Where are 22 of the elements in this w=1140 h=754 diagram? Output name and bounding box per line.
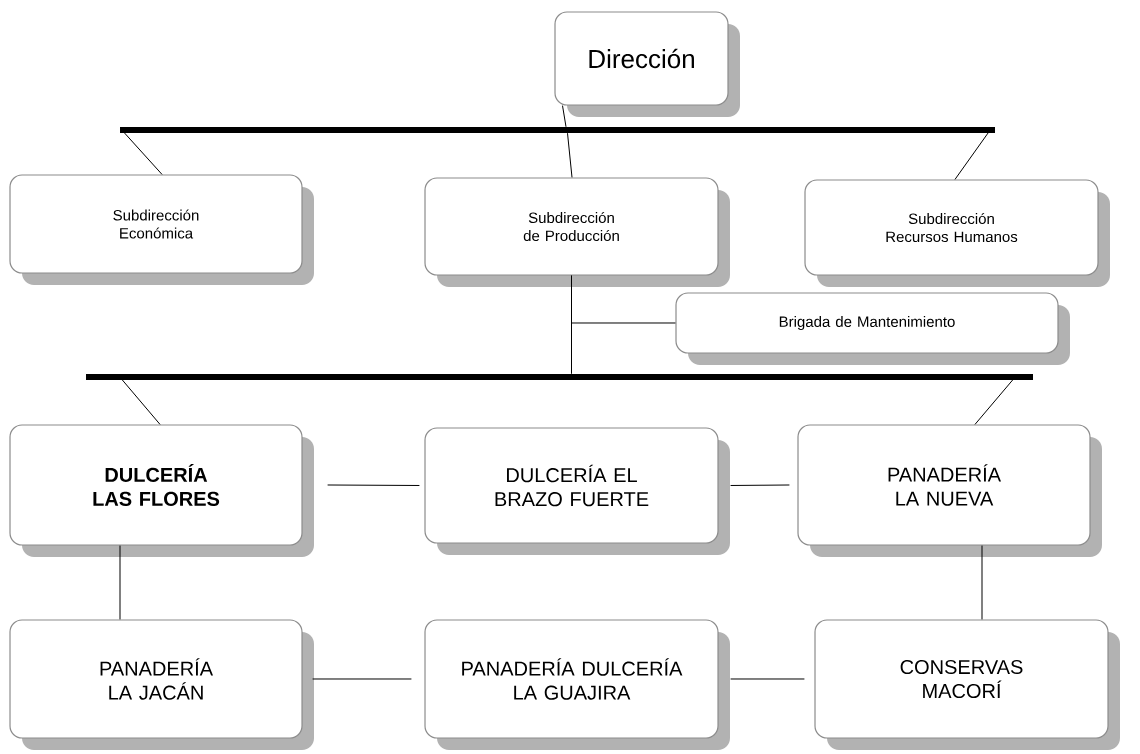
department-box: Subdirección Económica xyxy=(9,174,314,285)
unit-box: PANADERÍA LA JACÁN xyxy=(9,619,314,750)
bar xyxy=(86,374,1033,380)
unit-box: PANADERÍA DULCERÍA LA GUAJIRA xyxy=(424,619,730,750)
unit-box: DULCERÍA LAS FLORES xyxy=(9,424,314,557)
connector-line xyxy=(562,105,567,128)
unit-box: CONSERVAS MACORÍ xyxy=(814,619,1120,750)
unit-box: DULCERÍA EL BRAZO FUERTE xyxy=(424,427,730,555)
connector-line xyxy=(730,484,790,486)
title-box: Dirección xyxy=(554,11,740,117)
connector-line xyxy=(571,275,676,324)
department-box: Subdirección de Producción xyxy=(424,177,730,287)
connector-line xyxy=(119,545,121,620)
bar xyxy=(120,127,995,133)
brigade-box: Brigada de Mantenimiento xyxy=(675,292,1070,365)
connector-line xyxy=(312,678,412,680)
connector-line xyxy=(730,678,805,680)
department-box: Subdirección Recursos Humanos xyxy=(804,179,1110,287)
connector-line xyxy=(567,132,573,178)
connector-line xyxy=(327,484,420,486)
unit-box: PANADERÍA LA NUEVA xyxy=(797,424,1102,557)
connector-line xyxy=(981,545,983,620)
